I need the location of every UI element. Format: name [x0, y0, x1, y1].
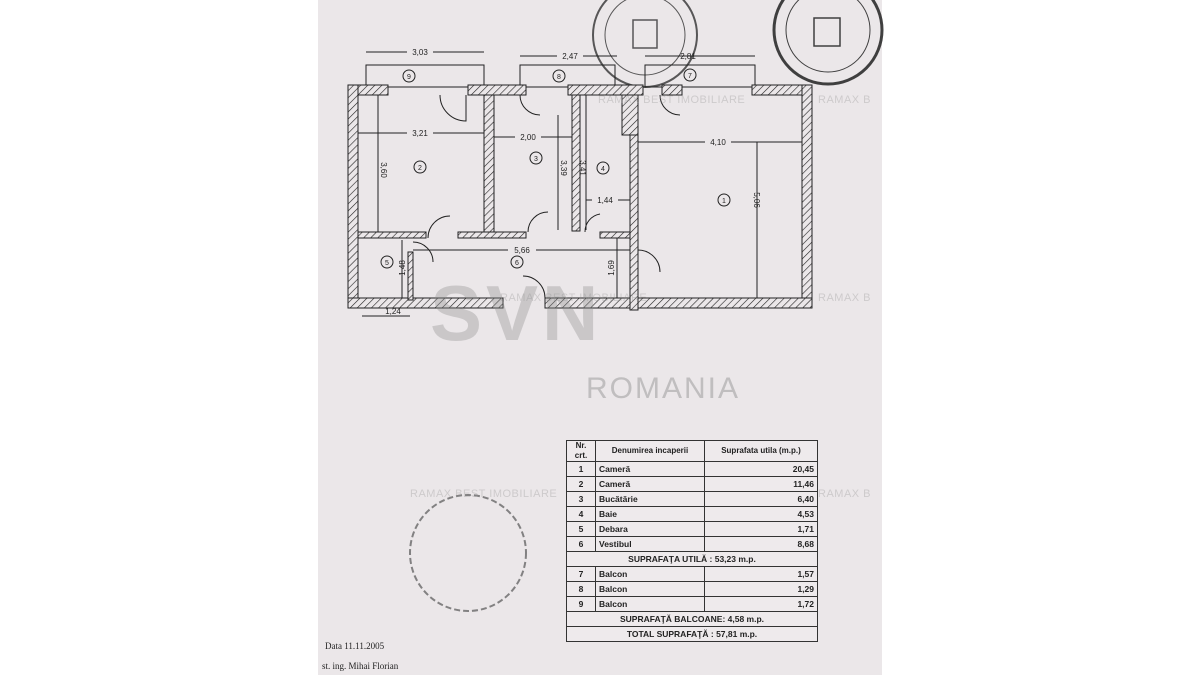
room-marker-5: 5 [380, 255, 394, 269]
watermark-logo: SVN [430, 269, 603, 357]
svg-text:5: 5 [385, 260, 389, 267]
dim-1-69: 1,69 [607, 260, 616, 276]
dim-5-66: 5,66 [514, 246, 530, 255]
svg-text:6: 6 [515, 260, 519, 267]
dim-2-47: 2,47 [562, 52, 578, 61]
dim-4-10: 4,10 [710, 138, 726, 147]
walls [347, 84, 813, 311]
room-marker-7: 7 [683, 68, 697, 82]
watermark-agency: RAMAX B [818, 94, 872, 106]
table-header: Nr. crt. Denumirea incaperii Suprafata u… [566, 440, 819, 462]
svg-text:2: 2 [418, 165, 422, 172]
svg-text:7: 7 [688, 73, 692, 80]
watermark-agency: RAMAX B [818, 292, 872, 304]
area-table: Nr. crt. Denumirea incaperii Suprafata u… [566, 440, 819, 642]
stamp-top-right [772, 0, 884, 86]
svg-text:8: 8 [557, 74, 561, 81]
dim-3-39: 3,39 [559, 160, 568, 176]
svg-text:1: 1 [722, 198, 726, 205]
dim-1-44: 1,44 [597, 196, 613, 205]
svg-text:4: 4 [601, 166, 605, 173]
room-marker-9: 9 [402, 69, 416, 83]
svg-text:3: 3 [534, 156, 538, 163]
room-marker-3: 3 [529, 151, 543, 165]
engineer-name: st. ing. Mihai Florian [322, 661, 399, 671]
svg-text:9: 9 [407, 74, 411, 81]
total-row: TOTAL SUPRAFAŢĂ : 57,81 m.p. [566, 626, 818, 642]
dim-3-21: 3,21 [412, 129, 428, 138]
room-marker-4: 4 [596, 161, 610, 175]
dim-3-60: 3,60 [379, 162, 388, 178]
room-marker-8: 8 [552, 69, 566, 83]
subtotal-row: SUPRAFAŢA UTILĂ : 53,23 m.p. [566, 551, 818, 567]
watermark-agency: RAMAX BEST IMOBILIARE [598, 94, 746, 106]
dim-3-03: 3,03 [412, 48, 428, 57]
dim-2-81: 2,81 [680, 52, 696, 61]
room-marker-1: 1 [717, 193, 731, 207]
room-marker-6: 6 [510, 255, 524, 269]
balcony-total-row: SUPRAFAŢĂ BALCOANE: 4,58 m.p. [566, 611, 818, 627]
dim-3-41: 3,41 [578, 160, 587, 176]
document-date: Data 11.11.2005 [325, 641, 385, 651]
watermark-logo-sub: ROMANIA [586, 372, 741, 405]
dim-1-24: 1,24 [385, 307, 401, 316]
dim-1-48: 1,48 [398, 260, 407, 276]
dim-2-00: 2,00 [520, 133, 536, 142]
watermark-agency: RAMAX B [818, 488, 872, 500]
room-marker-2: 2 [413, 160, 427, 174]
stamp-bottom-left [409, 494, 527, 612]
watermark-agency: RAMAX BEST IMOBILIARE [410, 488, 558, 500]
watermark-agency: RAMAX BEST IMOBILIARE [500, 292, 648, 304]
dim-5-06: 5,06 [752, 192, 761, 208]
